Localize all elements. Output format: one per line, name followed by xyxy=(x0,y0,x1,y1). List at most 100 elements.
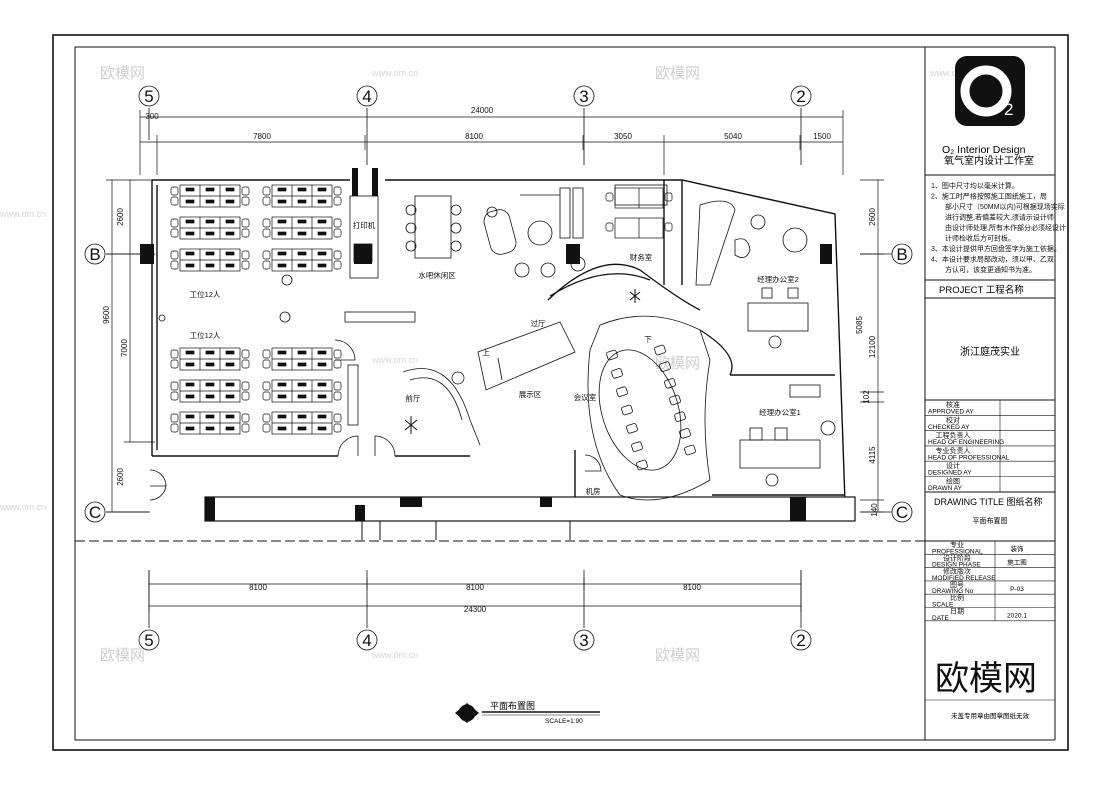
room-label-manager-office-2: 经理办公室2 xyxy=(757,274,799,284)
curved-walls xyxy=(547,263,733,376)
footer-note: 未盖专用章由图章图纸无效 xyxy=(951,711,1030,720)
watermark-site: www.om.cn xyxy=(929,68,976,78)
dim-top: 1500 xyxy=(813,132,831,141)
role-en: HEAD OF PROFESSIONAL xyxy=(928,454,1010,461)
workstation-cluster xyxy=(170,248,250,272)
room-label-manager-office-1: 经理办公室1 xyxy=(759,407,801,417)
watermark-site: www.om.cn xyxy=(371,68,418,78)
meeting-chair xyxy=(616,386,628,397)
grid-label-3: 3 xyxy=(579,87,588,106)
watermarks: 欧模网 www.om.cn 欧模网 www.om.cn 欧模网 www.om.c… xyxy=(0,65,976,664)
watermark-brand: 欧模网 xyxy=(655,65,700,82)
info-value: 施工图 xyxy=(1007,557,1027,566)
room-label-workstations-bottom: 工位12人 xyxy=(190,330,221,340)
watermark-site: www.om.cn xyxy=(0,502,46,512)
outer-frame xyxy=(52,34,1069,751)
watermark-brand: 欧模网 xyxy=(100,647,145,664)
role-cn: 工程负责人 xyxy=(936,431,971,440)
info-label-cn: 日期 xyxy=(950,608,964,616)
walls xyxy=(151,179,846,515)
dimension-lines xyxy=(106,110,884,612)
room-labels: 工位12人 工位12人 打印机 水吧休闲区 财务室 经理办公室2 经理办公室1 … xyxy=(190,220,801,496)
info-label-en: DATE xyxy=(932,615,950,622)
dim-top-total: 24000 xyxy=(471,106,494,115)
info-value: 2020.1 xyxy=(1007,613,1027,620)
workstation-cluster xyxy=(170,411,250,435)
role-cn: 核准 xyxy=(946,400,960,409)
note-line: 部小尺寸（50MM以内)可根据现场实际 xyxy=(945,202,1065,211)
finance-desk xyxy=(605,217,673,239)
grid-label-2: 2 xyxy=(796,631,805,650)
info-label-cn: 修改版次 xyxy=(943,567,971,576)
workstation-cluster xyxy=(170,347,250,371)
stair-label-down: 下 xyxy=(644,335,652,344)
design-notes: 1、图中尺寸均以毫米计算。2、施工时严格按照施工图纸施工，局部小尺寸（50MM以… xyxy=(931,181,1066,274)
dim-right: 4115 xyxy=(868,446,877,464)
dim-top: 7800 xyxy=(253,132,271,141)
dim-bottom-total: 24300 xyxy=(464,605,487,614)
grid-label-4: 4 xyxy=(362,87,371,106)
dim-bottom: 8100 xyxy=(683,583,701,592)
doors xyxy=(149,339,602,501)
meeting-chair xyxy=(636,459,648,471)
meeting-chair xyxy=(626,423,638,434)
dim-left: 9600 xyxy=(102,306,111,324)
grid-label-3: 3 xyxy=(579,631,588,650)
role-en: CHECKED AY xyxy=(928,424,970,431)
note-line: 3、本设计提供甲方回盘签字为施工依据。 xyxy=(931,244,1061,253)
room-label-finance: 财务室 xyxy=(630,252,653,262)
info-label-en: PROFESSIONAL xyxy=(932,548,983,555)
grid-label-c: C xyxy=(896,503,908,522)
role-en: DRAWN AY xyxy=(928,485,963,492)
logo-letter: 2 xyxy=(1004,100,1013,119)
grid-label-5: 5 xyxy=(144,87,153,106)
grid-labels: 5 4 3 2 5 4 3 2 B B C C xyxy=(89,87,908,650)
workstation-cluster xyxy=(170,184,250,208)
note-line: 2、施工时严格按照施工图纸施工，局 xyxy=(931,192,1047,201)
room-label-hall: 过厅 xyxy=(531,318,546,328)
grid-axes xyxy=(84,85,913,651)
role-en: HEAD OF ENGINEERING xyxy=(928,439,1004,446)
dim-bottom: 8100 xyxy=(249,583,267,592)
role-cn: 设计 xyxy=(946,461,960,470)
note-line: 4、本设计要求局部改动，须以甲、乙双 xyxy=(931,255,1054,264)
workstation-cluster xyxy=(262,248,342,272)
watermark-site: www.om.cn xyxy=(371,355,418,365)
meeting-chair xyxy=(669,394,681,406)
info-label-cn: 比例 xyxy=(950,593,964,602)
dim-top: 5040 xyxy=(724,132,742,141)
dim-right: 140 xyxy=(870,503,879,517)
role-en: DESIGNED AY xyxy=(928,470,972,477)
note-line: 方认可，该变更通知书为准。 xyxy=(945,265,1036,274)
dimension-text: 24000 300 7800 8100 3050 5040 1500 8100 … xyxy=(102,106,879,614)
dim-right: 12100 xyxy=(868,335,877,358)
meeting-chair xyxy=(674,411,686,422)
meeting-chair xyxy=(621,404,633,416)
workstation-cluster xyxy=(262,347,342,371)
project-name: 浙江庭茂实业 xyxy=(960,345,1020,358)
furniture xyxy=(158,184,836,501)
title-block: 2 O₂ Interior Design 氧气室内设计工作室 xyxy=(924,46,1056,741)
plan-title: 平面布置图 xyxy=(490,700,535,711)
meeting-chair xyxy=(631,441,643,452)
info-value: 装饰 xyxy=(1011,544,1025,553)
brand-name-cn: 氧气室内设计工作室 xyxy=(944,154,1034,167)
room-label-lobby: 前厅 xyxy=(406,393,421,403)
watermark-site: www.om.cn xyxy=(371,650,418,660)
workstation-cluster xyxy=(262,184,342,208)
plant-symbols xyxy=(404,289,641,434)
role-cn: 绘图 xyxy=(946,477,960,486)
note-line: 计师检收后方可封板。 xyxy=(945,234,1015,243)
room-label-workstations-top: 工位12人 xyxy=(190,289,221,299)
meeting-chair xyxy=(684,444,696,456)
room-label-bar-lounge: 水吧休闲区 xyxy=(418,270,456,280)
drawing-title-label: DRAWING TITLE 图纸名称 xyxy=(934,496,1043,507)
workstation-cluster xyxy=(262,379,342,403)
dim-top: 8100 xyxy=(465,132,483,141)
info-label-en: DESIGN PHASE xyxy=(932,562,981,569)
meeting-chair xyxy=(606,349,618,361)
meeting-chair xyxy=(664,378,676,389)
role-cn: 专业负责人 xyxy=(936,446,971,455)
